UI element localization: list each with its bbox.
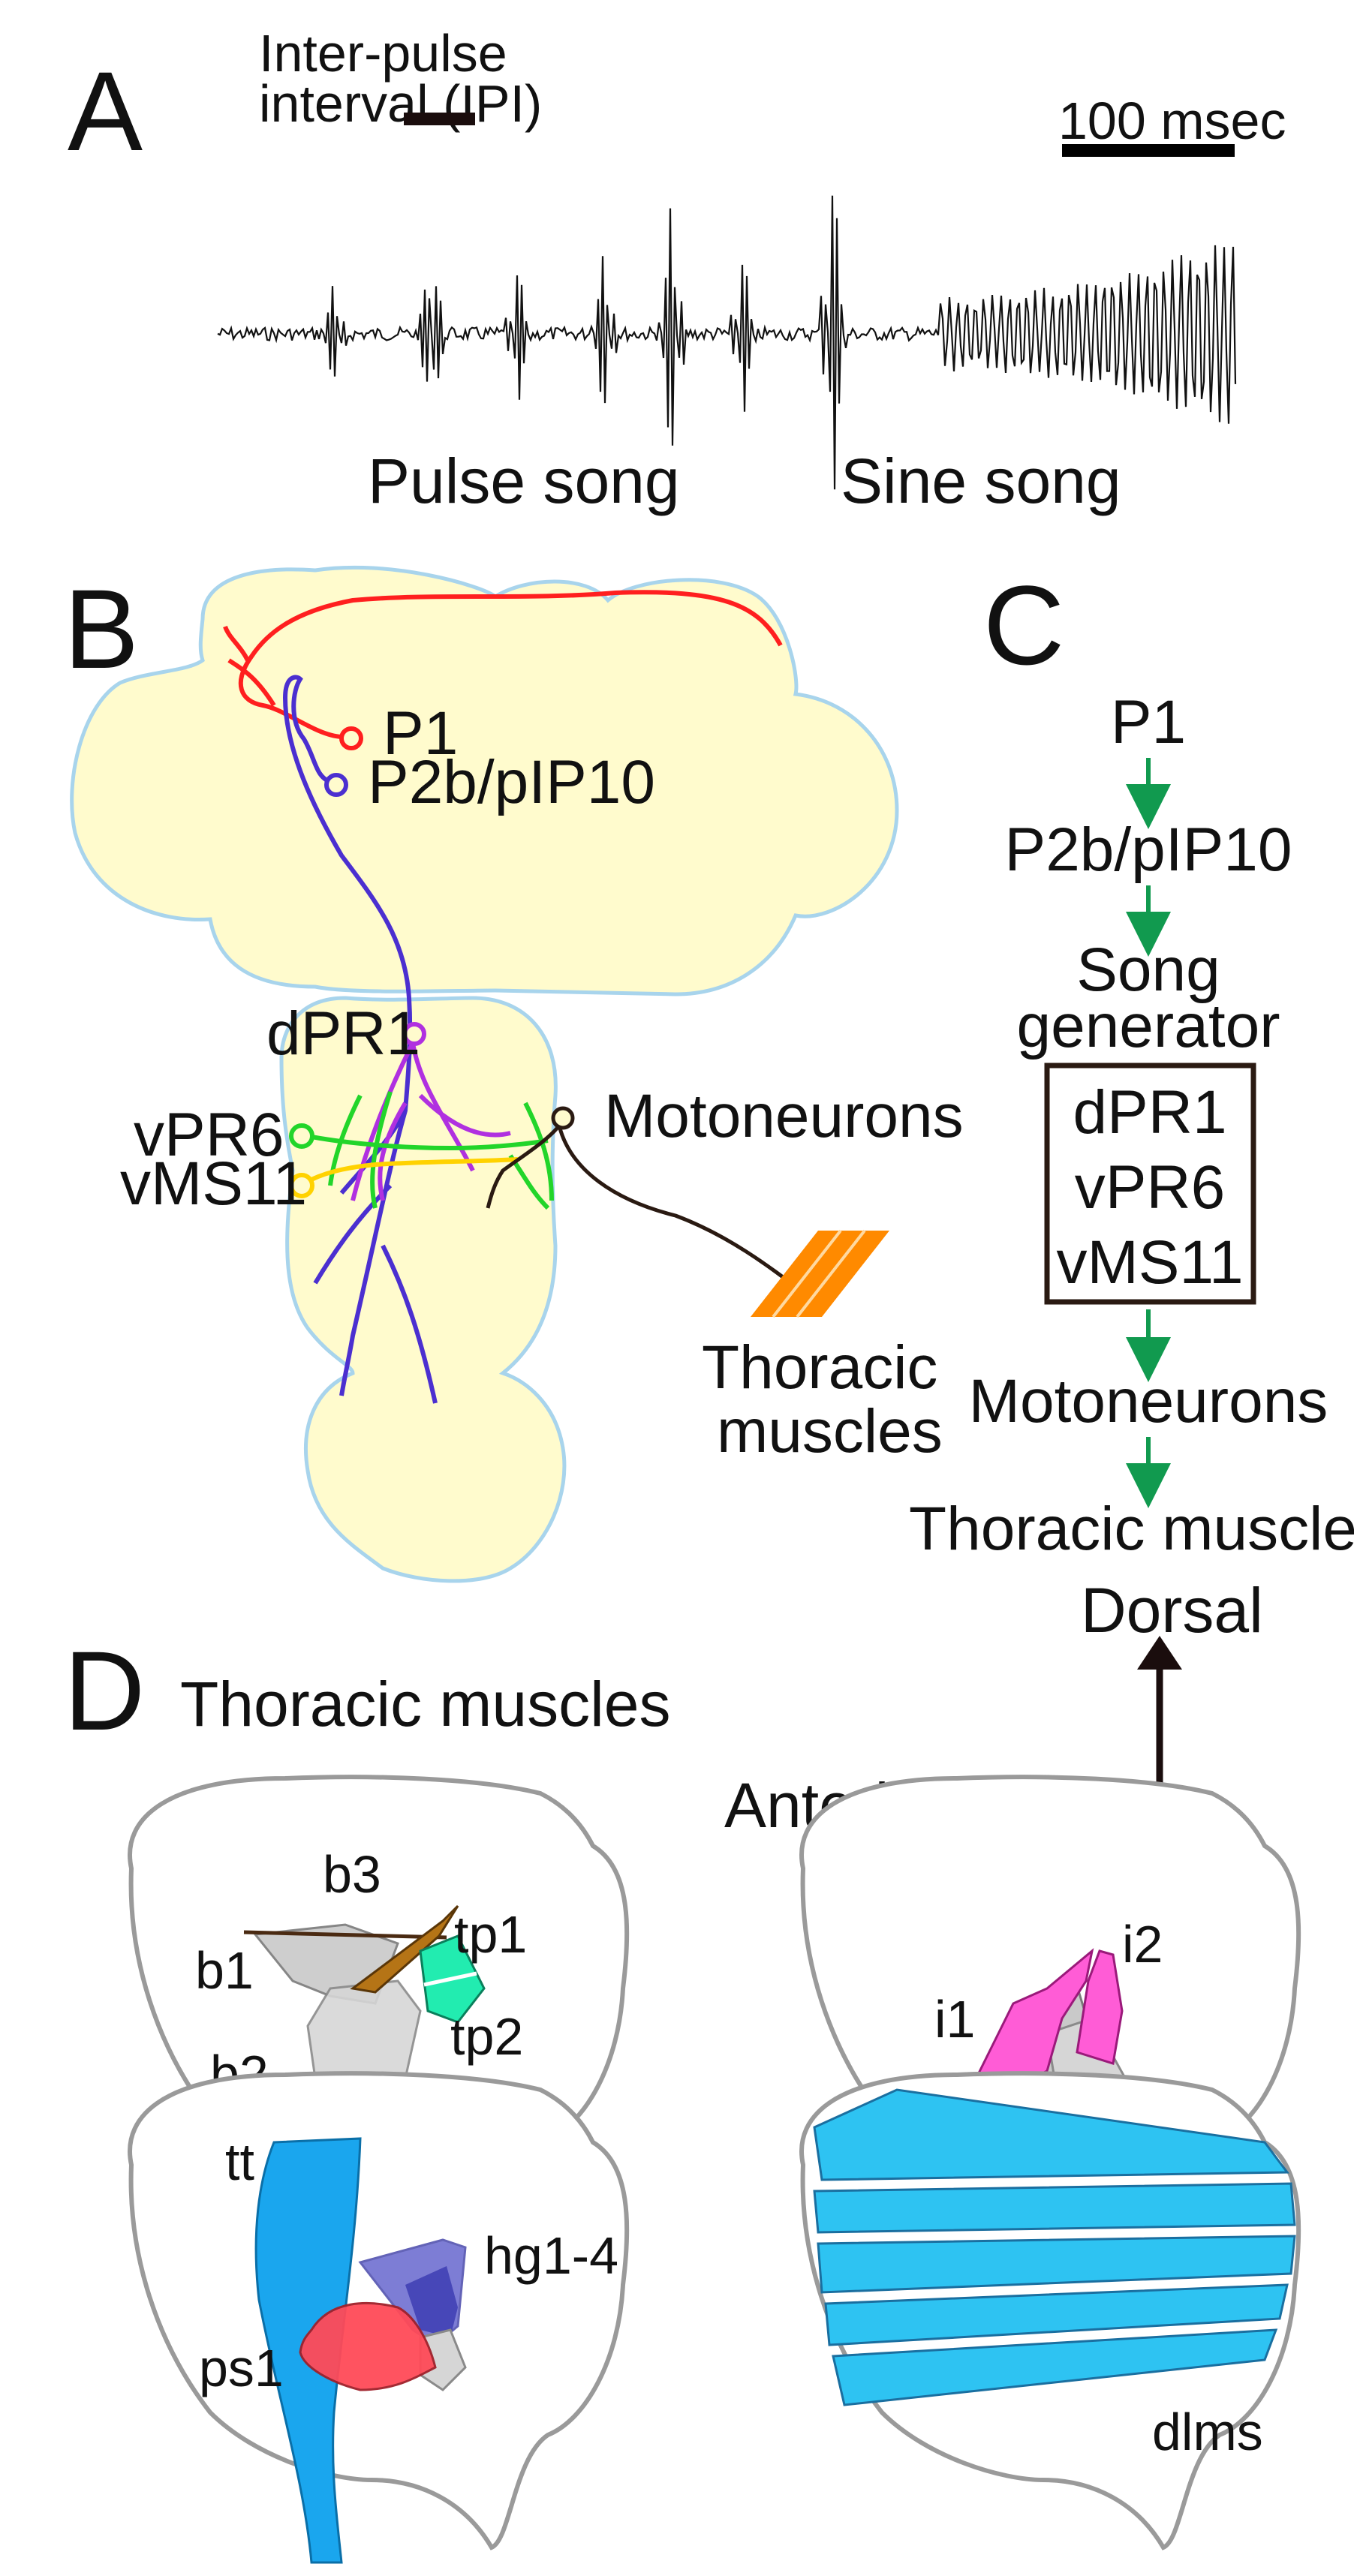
scalebar-label: 100 msec xyxy=(1058,92,1286,150)
ipi-label-line2: interval (IPI) xyxy=(259,74,542,133)
song-generator-box xyxy=(1044,1063,1256,1305)
muscle-tp1: tp1 xyxy=(454,1905,527,1964)
label-p1: P1 xyxy=(383,699,458,768)
flow-generator-line2: generator xyxy=(1016,992,1280,1060)
panel-b: B P1 P2b/pIP10 dPR1 vPR6 vMS11 Motoneuro… xyxy=(64,565,964,1583)
flow-thoracic-muscles: Thoracic muscles xyxy=(909,1495,1354,1563)
label-vms11: vMS11 xyxy=(120,1150,307,1218)
vms11-soma xyxy=(289,1173,314,1198)
muscle-hg1-4: hg1-4 xyxy=(484,2226,618,2285)
panel-d: D Thoracic muscles Dorsal Anterior b3 b1… xyxy=(64,1575,1301,2564)
panel-c-letter: C xyxy=(983,562,1064,688)
p1-neurite xyxy=(223,590,783,739)
ipi-bar xyxy=(404,113,475,125)
scalebar xyxy=(1062,144,1235,157)
panel-d-title: Thoracic muscles xyxy=(180,1669,671,1739)
vnc-outline xyxy=(279,996,567,1583)
label-thoracic-line2: muscles xyxy=(717,1397,943,1465)
label-vpr6: vPR6 xyxy=(134,1101,284,1169)
dpr1-soma xyxy=(402,1022,426,1046)
pulse-song-label: Pulse song xyxy=(368,446,680,516)
song-waveform xyxy=(217,195,1237,490)
flow-motoneurons: Motoneurons xyxy=(969,1367,1328,1435)
box-item-vpr6: vPR6 xyxy=(1075,1153,1226,1222)
thorax-bottom-right xyxy=(799,2071,1301,2550)
muscle-b1: b1 xyxy=(195,1941,254,2000)
motoneuron-neurite xyxy=(486,1124,812,1300)
label-p2b: P2b/pIP10 xyxy=(368,748,655,816)
muscle-dlms: dlms xyxy=(1152,2403,1263,2461)
vms11-neurite xyxy=(310,1157,519,1182)
vpr6-soma xyxy=(289,1123,314,1149)
box-item-dpr1: dPR1 xyxy=(1073,1078,1226,1147)
panel-c: C P1 P2b/pIP10 Song generator dPR1 vPR6 … xyxy=(909,562,1354,1563)
muscle-i1: i1 xyxy=(934,1990,975,2048)
panel-d-letter: D xyxy=(64,1628,145,1754)
panel-a-letter: A xyxy=(68,48,143,174)
box-item-vms11: vMS11 xyxy=(1056,1228,1243,1297)
p1-soma xyxy=(339,726,363,750)
label-motoneurons: Motoneurons xyxy=(604,1082,964,1150)
vpr6-neurite xyxy=(311,1091,554,1210)
dpr1-neurite xyxy=(351,1042,511,1201)
muscle-ps1: ps1 xyxy=(199,2339,284,2397)
panel-a: A Inter-pulse interval (IPI) 100 msec Pu… xyxy=(68,24,1286,516)
flow-generator-line1: Song xyxy=(1076,936,1220,1004)
p2b-soma xyxy=(324,773,348,797)
muscle-tp2: tp2 xyxy=(450,2007,523,2066)
thorax-bottom-left xyxy=(128,2071,630,2564)
thoracic-muscle-icon xyxy=(751,1229,889,1318)
flow-p2b: P2b/pIP10 xyxy=(1005,816,1292,884)
muscle-i2: i2 xyxy=(1122,1915,1163,1973)
axis-dorsal: Dorsal xyxy=(1081,1575,1263,1646)
flow-p1: P1 xyxy=(1111,688,1186,756)
sine-song-label: Sine song xyxy=(841,446,1121,516)
ipi-label-line1: Inter-pulse xyxy=(259,24,507,83)
muscle-tt: tt xyxy=(225,2133,254,2191)
brain-outline xyxy=(70,565,899,996)
panel-b-letter: B xyxy=(64,566,139,692)
label-dpr1: dPR1 xyxy=(266,999,420,1068)
muscle-b3: b3 xyxy=(323,1845,381,1904)
label-thoracic-line1: Thoracic xyxy=(702,1333,937,1402)
motoneuron-soma xyxy=(551,1106,575,1130)
